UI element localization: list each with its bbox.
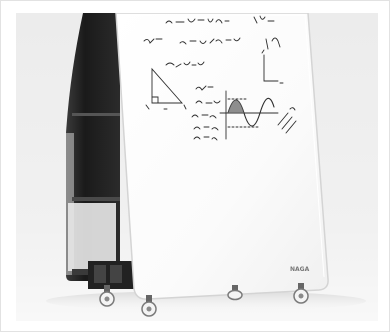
caster-front-left: [99, 285, 115, 307]
floor-shadow: [46, 291, 366, 311]
caster-front-right: [293, 283, 309, 304]
whiteboard-panel[interactable]: [115, 13, 329, 300]
caster-rear-center: [227, 285, 243, 301]
naga-logo: NAGA: [290, 266, 310, 273]
caster-wheels: [99, 283, 309, 317]
caster-front-center: [141, 295, 157, 317]
svg-text:NAGA: NAGA: [290, 266, 310, 273]
product-photo: NAGA: [16, 13, 378, 321]
whiteboard-easel-illustration: NAGA: [46, 13, 366, 317]
handwritten-formulas: [143, 15, 297, 141]
rear-panel: [66, 13, 134, 289]
